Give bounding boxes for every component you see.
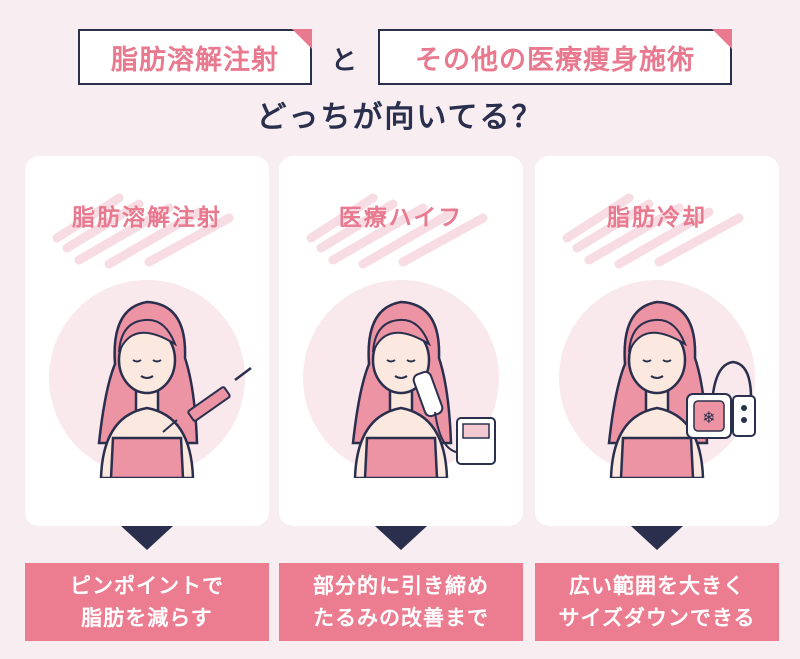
woman-illustration [49,280,252,478]
corner-accent [712,29,732,49]
result-line-1: ピンポイントで [70,574,224,598]
title-other-treatments-text: その他の医療痩身施術 [415,44,695,76]
result-line-1: 広い範囲を大きく [569,574,745,598]
title-box-injection: 脂肪溶解注射 [78,29,312,85]
scribble-decoration [562,193,744,269]
woman-illustration [303,280,499,478]
result-line-2: 脂肪を減らす [81,606,213,630]
scribble-decoration [52,193,234,269]
card-fat-cooling: 脂肪冷却 ❄ [535,156,779,526]
card-fat-dissolving-injection: 脂肪溶解注射 [25,156,269,526]
card-title: 医療ハイフ [338,205,464,231]
question-heading: どっちが向いてる？ [256,100,544,135]
arrow-down-icon [631,526,683,550]
hifu-device-icon [412,370,496,465]
arrow-down-icon [121,526,173,550]
connector-text: と [330,46,357,76]
scribble-decoration [306,193,488,269]
result-line-2: サイズダウンできる [558,606,756,630]
arrow-down-icon [375,526,427,550]
card-medical-hifu: 医療ハイフ [279,156,523,526]
title-box-other-treatments: その他の医療痩身施術 [378,29,732,85]
syringe-icon [162,367,252,433]
result-line-2: たるみの改善まで [313,606,489,630]
card-title: 脂肪冷却 [607,205,707,231]
woman-illustration: ❄ [559,280,756,478]
corner-accent [292,29,312,49]
result-line-1: 部分的に引き締め [313,574,489,598]
svg-text:❄: ❄ [702,408,715,427]
result-box: 広い範囲を大きく サイズダウンできる [535,563,779,641]
result-box: ピンポイントで 脂肪を減らす [25,563,269,641]
result-box: 部分的に引き締め たるみの改善まで [279,563,523,641]
title-injection-text: 脂肪溶解注射 [111,44,279,76]
fat-cooling-device-icon: ❄ [686,360,756,439]
card-title: 脂肪溶解注射 [72,205,222,231]
